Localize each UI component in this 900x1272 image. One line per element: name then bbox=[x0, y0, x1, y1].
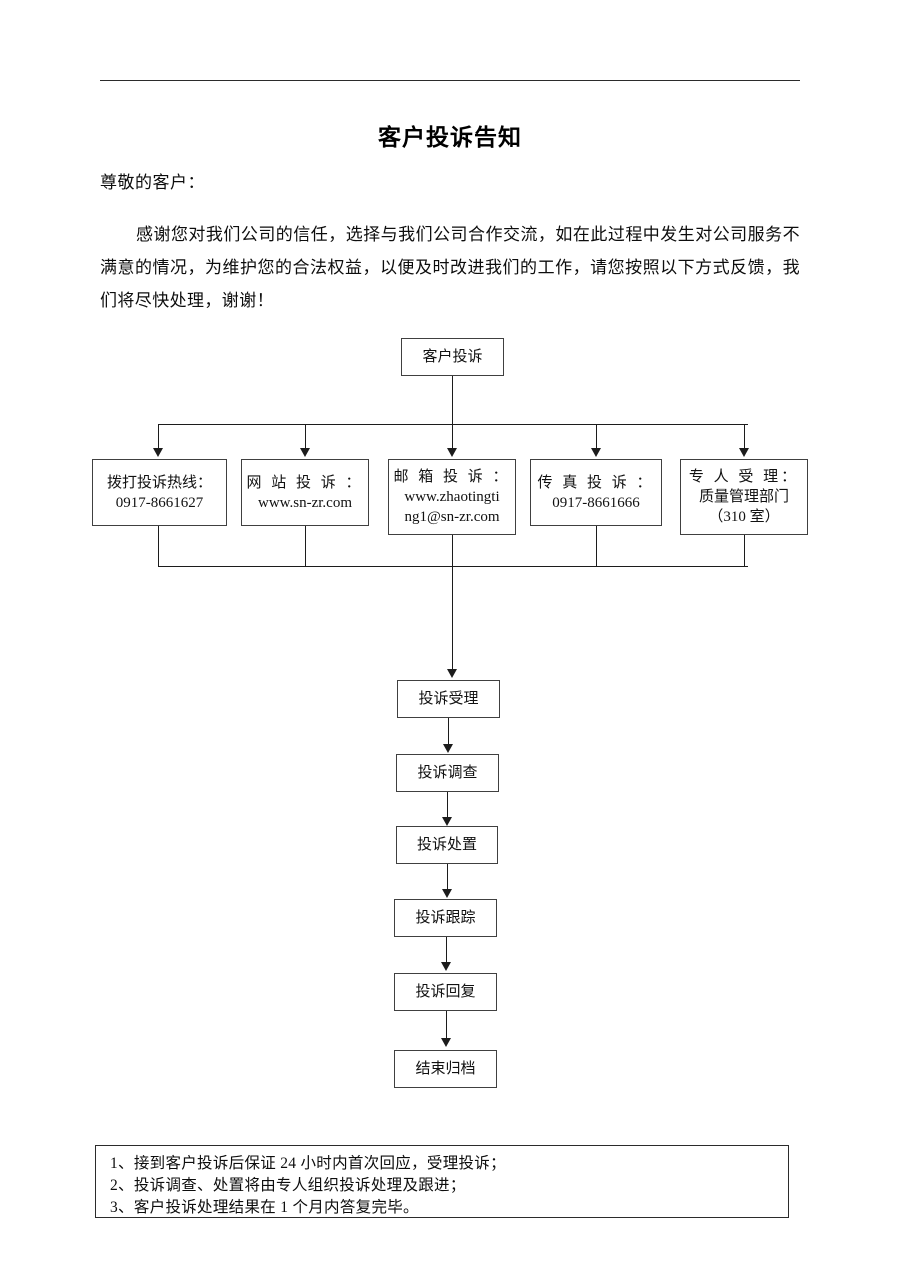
salutation-text: 尊敬的客户： bbox=[100, 173, 205, 192]
connector-process-3-4 bbox=[447, 864, 448, 890]
arrowhead-branch-5 bbox=[739, 448, 749, 457]
connector-merge-bar bbox=[158, 566, 748, 567]
channel-email-line2: www.zhaotingti bbox=[404, 489, 500, 505]
header-divider bbox=[100, 80, 800, 81]
process-reply-label: 投诉回复 bbox=[415, 984, 476, 1000]
page-title: 客户投诉告知 bbox=[378, 125, 522, 151]
note-item-3: 3、客户投诉处理结果在 1 个月内答复完毕。 bbox=[110, 1199, 419, 1216]
connector-merge-down bbox=[452, 566, 453, 670]
connector-branch-4 bbox=[596, 424, 597, 450]
arrowhead-merge-down bbox=[447, 669, 457, 678]
note-item-2: 2、投诉调查、处置将由专人组织投诉处理及跟进； bbox=[110, 1177, 466, 1194]
connector-merge-stub-3 bbox=[452, 535, 453, 567]
process-track-label: 投诉跟踪 bbox=[415, 910, 476, 926]
channel-fax-line1: 传 真 投 诉 ： bbox=[537, 474, 655, 491]
flow-node-channel-inperson: 专 人 受 理： 质量管理部门 （310 室） bbox=[680, 459, 808, 535]
connector-branch-1 bbox=[158, 424, 159, 450]
channel-website-line2: www.sn-zr.com bbox=[257, 494, 352, 511]
arrowhead-branch-1 bbox=[153, 448, 163, 457]
channel-website-line1: 网 站 投 诉 ： bbox=[246, 474, 364, 491]
connector-merge-stub-2 bbox=[305, 526, 306, 567]
flow-node-process-handle: 投诉处置 bbox=[396, 826, 498, 864]
flow-node-process-track: 投诉跟踪 bbox=[394, 899, 497, 937]
flow-node-process-archive: 结束归档 bbox=[394, 1050, 497, 1088]
arrowhead-process-1-2 bbox=[443, 744, 453, 753]
process-archive-label: 结束归档 bbox=[415, 1061, 476, 1077]
channel-inperson-line2: 质量管理部门 bbox=[698, 489, 789, 505]
flow-node-channel-email: 邮 箱 投 诉 ： www.zhaotingti ng1@sn-zr.com bbox=[388, 459, 516, 535]
flow-node-channel-fax: 传 真 投 诉 ： 0917-8661666 bbox=[530, 459, 662, 526]
arrowhead-branch-4 bbox=[591, 448, 601, 457]
connector-merge-stub-5 bbox=[744, 535, 745, 567]
flow-node-channel-website: 网 站 投 诉 ： www.sn-zr.com bbox=[241, 459, 369, 526]
process-investigate-label: 投诉调查 bbox=[417, 765, 478, 781]
connector-start-down bbox=[452, 376, 453, 424]
connector-process-4-5 bbox=[446, 937, 447, 963]
channel-hotline-line1: 拨打投诉热线： bbox=[106, 474, 212, 491]
channel-email-line1: 邮 箱 投 诉 ： bbox=[393, 469, 511, 485]
process-handle-label: 投诉处置 bbox=[416, 837, 477, 853]
channel-email-line3: ng1@sn-zr.com bbox=[404, 509, 500, 525]
arrowhead-branch-3 bbox=[447, 448, 457, 457]
channel-inperson-line1: 专 人 受 理： bbox=[688, 469, 800, 485]
connector-branch-3 bbox=[452, 424, 453, 450]
connector-merge-stub-1 bbox=[158, 526, 159, 567]
process-accept-label: 投诉受理 bbox=[418, 691, 479, 707]
connector-distribution-bar bbox=[158, 424, 748, 425]
note-item-1: 1、接到客户投诉后保证 24 小时内首次回应，受理投诉； bbox=[110, 1155, 506, 1172]
connector-process-1-2 bbox=[448, 718, 449, 745]
flow-node-start: 客户投诉 bbox=[401, 338, 504, 376]
flow-node-process-reply: 投诉回复 bbox=[394, 973, 497, 1011]
arrowhead-process-4-5 bbox=[441, 962, 451, 971]
arrowhead-process-2-3 bbox=[442, 817, 452, 826]
notes-box: 1、接到客户投诉后保证 24 小时内首次回应，受理投诉； 2、投诉调查、处置将由… bbox=[95, 1145, 789, 1218]
arrowhead-process-5-6 bbox=[441, 1038, 451, 1047]
flow-node-start-label: 客户投诉 bbox=[422, 349, 483, 365]
connector-process-5-6 bbox=[446, 1011, 447, 1039]
flow-node-channel-hotline: 拨打投诉热线： 0917-8661627 bbox=[92, 459, 227, 526]
flow-node-process-investigate: 投诉调查 bbox=[396, 754, 499, 792]
channel-inperson-line3: （310 室） bbox=[708, 509, 780, 525]
flow-node-process-accept: 投诉受理 bbox=[397, 680, 500, 718]
connector-branch-5 bbox=[744, 424, 745, 450]
arrowhead-branch-2 bbox=[300, 448, 310, 457]
channel-fax-line2: 0917-8661666 bbox=[552, 494, 640, 511]
connector-process-2-3 bbox=[447, 792, 448, 818]
intro-paragraph: 感谢您对我们公司的信任，选择与我们公司合作交流，如在此过程中发生对公司服务不满意… bbox=[100, 225, 800, 310]
connector-merge-stub-4 bbox=[596, 526, 597, 567]
channel-hotline-line2: 0917-8661627 bbox=[115, 494, 204, 511]
arrowhead-process-3-4 bbox=[442, 889, 452, 898]
connector-branch-2 bbox=[305, 424, 306, 450]
